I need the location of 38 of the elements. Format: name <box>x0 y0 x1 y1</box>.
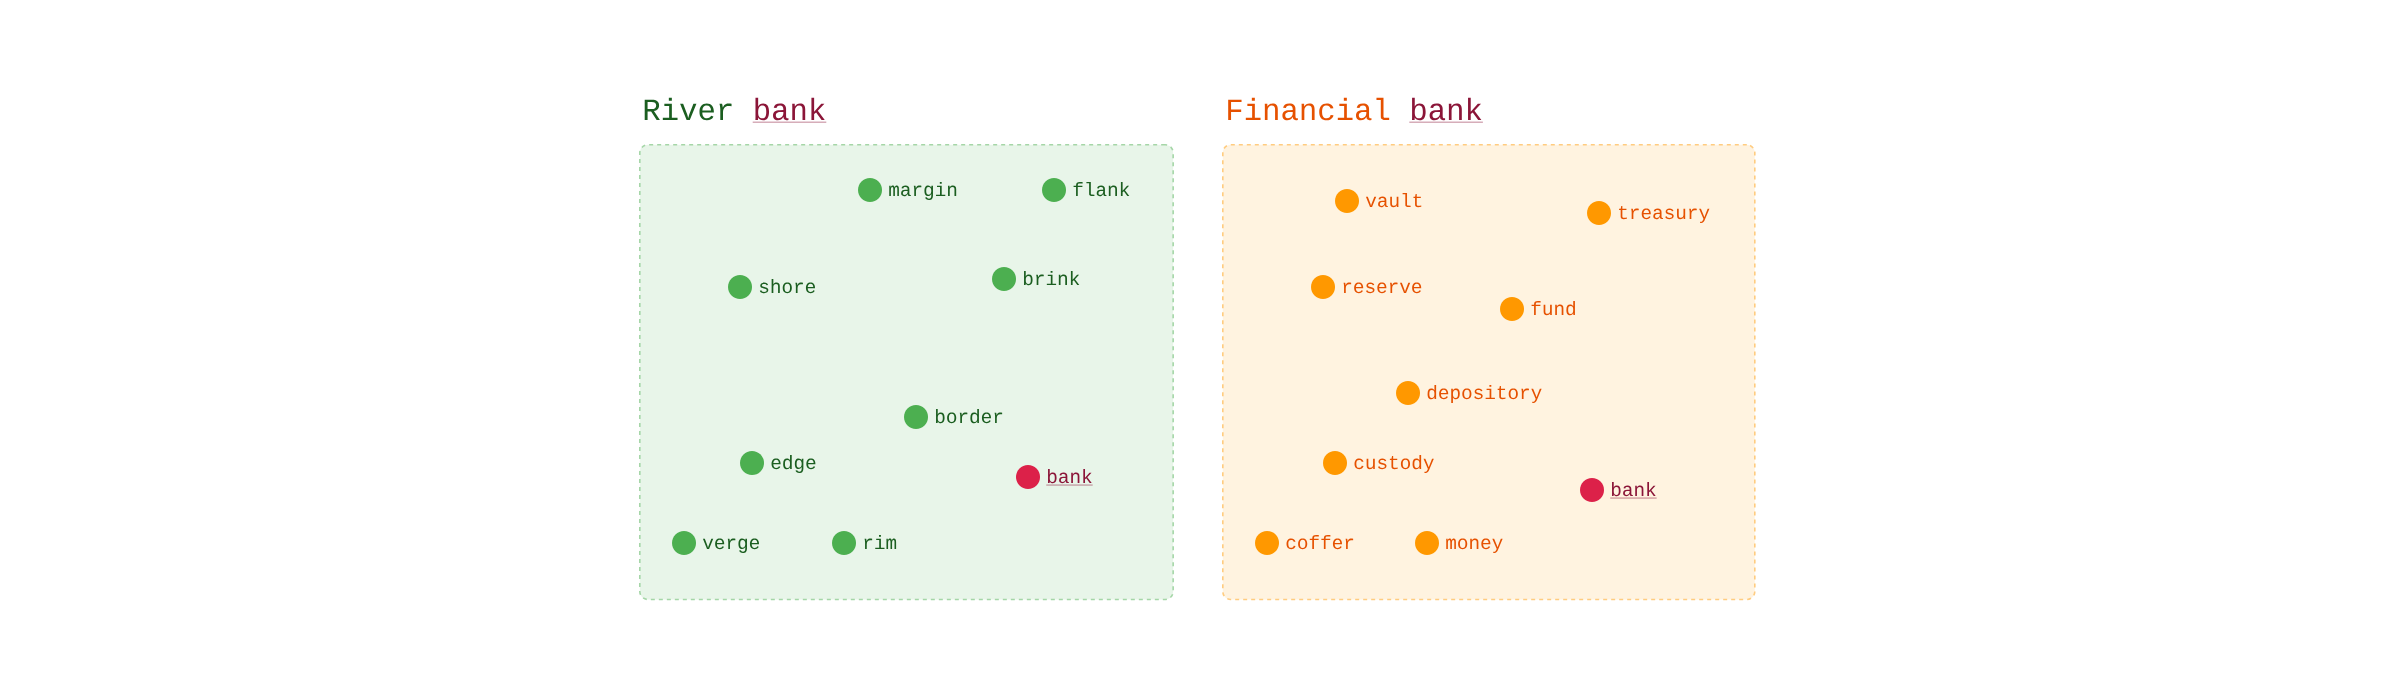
word-label: bank <box>1046 469 1093 486</box>
word-label: margin <box>889 182 957 200</box>
word-label: reserve <box>1343 282 1422 294</box>
dot <box>992 267 1016 291</box>
word-label: money <box>1446 538 1503 553</box>
dot <box>672 531 696 555</box>
dot <box>904 405 928 429</box>
panel-title: Financial bank <box>1228 97 1484 123</box>
dot <box>740 451 764 475</box>
word-label: shore <box>759 279 815 294</box>
dot <box>1415 531 1439 555</box>
word-label: rim <box>864 535 897 549</box>
dot <box>832 531 856 555</box>
word-label: coffer <box>1286 535 1354 550</box>
word-label: brink <box>1023 271 1080 286</box>
word-label: treasury <box>1619 206 1710 223</box>
word-label: flank <box>1073 182 1130 197</box>
dot <box>1255 531 1279 555</box>
word-label: vault <box>1365 193 1422 208</box>
dot <box>1042 178 1066 202</box>
dot <box>728 275 752 299</box>
dot <box>1323 451 1347 475</box>
dot <box>1587 201 1611 225</box>
word-label: bank <box>1610 482 1657 499</box>
dot <box>858 178 882 202</box>
dot <box>1016 465 1040 489</box>
word-label: custody <box>1354 455 1434 473</box>
dot <box>1500 297 1524 321</box>
dot <box>1580 478 1604 502</box>
word-label: verge <box>702 538 759 553</box>
dot <box>1335 189 1359 213</box>
word-label: border <box>936 409 1003 424</box>
word-label: fund <box>1531 301 1575 316</box>
dot <box>1396 381 1420 405</box>
panel-title: River bank <box>644 97 827 123</box>
word-label: edge <box>771 455 816 473</box>
word-label: depository <box>1427 385 1542 403</box>
dot <box>1311 275 1335 299</box>
